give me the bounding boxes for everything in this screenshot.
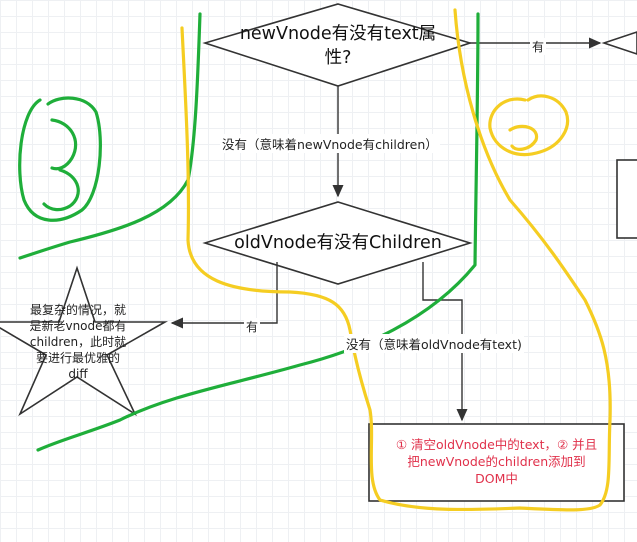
star-shape[interactable]: [0, 265, 169, 417]
star-note-line: 最复杂的情况，就: [29, 303, 126, 317]
star-note-line: diff: [68, 367, 88, 381]
action-box-line: DOM中: [475, 471, 518, 486]
no-arrow-2: [422, 262, 468, 422]
decision1-label-line1: newVnode有没有text属: [239, 24, 437, 44]
action-box-line: 把newVnode的children添加到: [407, 454, 586, 469]
decision1-yes-label: 有: [530, 38, 547, 55]
decision2-no-label: 没有（意味着oldVnode有text): [344, 334, 524, 353]
yellow-annotation: [180, 8, 612, 512]
star-note-line: 要进行最优雅的: [35, 351, 120, 365]
decision2-diamond[interactable]: [202, 201, 473, 285]
star-note: 最复杂的情况，就 是新老vnode都有 children，此时就 要进行最优雅的…: [8, 302, 148, 382]
decision1-label: newVnode有没有text属 性?: [213, 22, 463, 70]
right-diamond-partial[interactable]: [601, 31, 637, 55]
star-note-line: 是新老vnode都有: [29, 319, 127, 333]
action-box[interactable]: [368, 423, 625, 502]
action-box-line: ① 清空oldVnode中的text，② 并且: [395, 437, 598, 452]
yes-arrow-2: [170, 262, 278, 329]
action-box-text: ① 清空oldVnode中的text，② 并且 把newVnode的childr…: [371, 436, 622, 487]
star-note-line: children，此时就: [29, 335, 127, 349]
decision1-label-line2: 性?: [324, 48, 352, 68]
decision2-label: oldVnode有没有Children: [234, 233, 442, 253]
decision2-yes-label: 有: [244, 318, 261, 335]
green-annotation: [18, 12, 480, 452]
right-box-partial[interactable]: [616, 159, 637, 239]
decision1-no-label: 没有（意味着newVnode有children）: [220, 134, 440, 153]
